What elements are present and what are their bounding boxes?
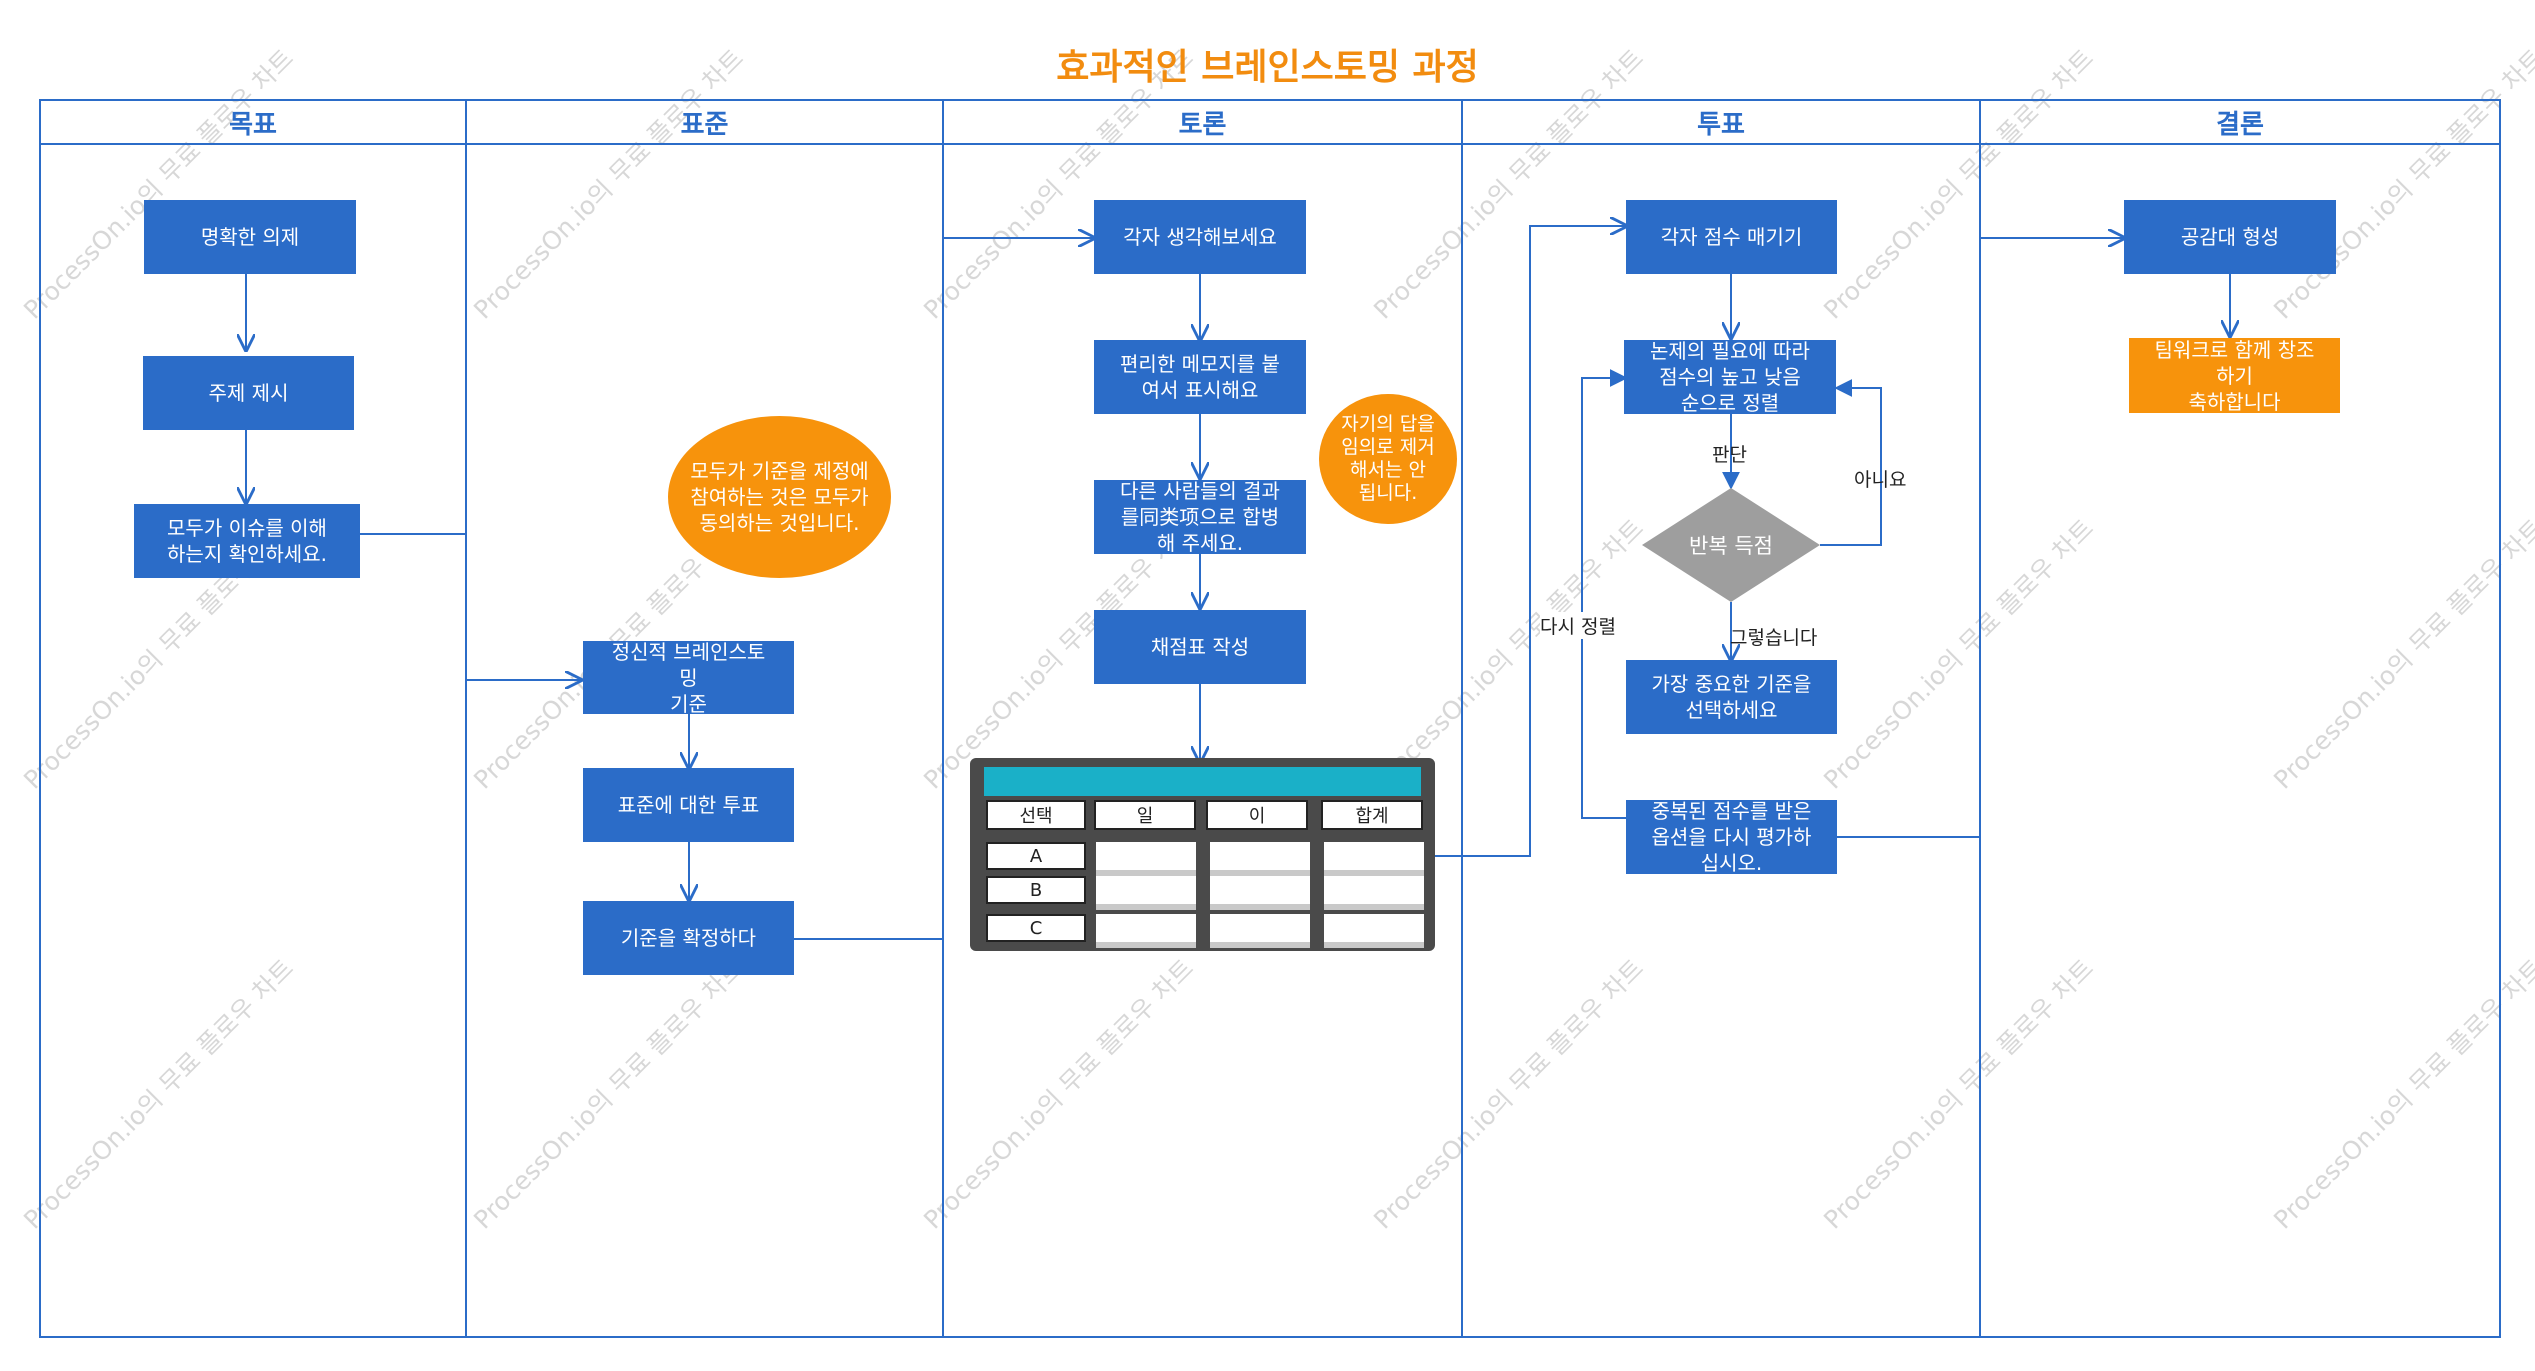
swimlane-frame	[39, 99, 2501, 1338]
edge-label-yes: 그렇습니다	[1730, 627, 1818, 649]
score-table-header-cell: 합계	[1321, 800, 1423, 830]
score-table-cell[interactable]	[1096, 876, 1196, 904]
score-table-cell[interactable]	[1324, 876, 1424, 904]
score-table-row-label: C	[986, 914, 1086, 942]
lane-header-standard: 표준	[680, 109, 729, 140]
lane-header-conclusion: 결론	[2216, 109, 2264, 140]
lane-header-discussion: 토론	[1178, 109, 1227, 140]
score-table-cell-divider	[1096, 870, 1196, 876]
page-title: 효과적인 브레인스토밍 과정	[1056, 47, 1479, 88]
node-brainstorm-criteria[interactable]: 정신적 브레인스토 밍 기준	[583, 640, 794, 716]
node-ensure-understanding[interactable]: 모두가 이슈를 이해 하는지 확인하세요.	[134, 504, 360, 578]
node-create-scorecard[interactable]: 채점표 작성	[1094, 610, 1306, 684]
edge-std3-disc1	[794, 238, 1094, 940]
score-table-cell-divider	[1324, 904, 1424, 910]
score-table-cell-divider	[1096, 942, 1196, 948]
note-dont-remove-answers: 자기의 답을 임의로 제거 해서는 안 됩니다.	[1319, 394, 1457, 524]
score-table-row-label: A	[986, 842, 1086, 870]
node-merge-results[interactable]: 다른 사람들의 결과 를同类项으로 합병 해 주세요.	[1094, 479, 1306, 555]
score-table-header-cell: 일	[1094, 800, 1196, 830]
score-table-cell-divider	[1096, 904, 1196, 910]
score-table-cell[interactable]	[1210, 876, 1310, 904]
node-present-topic[interactable]: 주제 제시	[143, 356, 354, 430]
node-think-individually[interactable]: 각자 생각해보세요	[1094, 200, 1306, 274]
lane-header-vote: 투표	[1697, 109, 1745, 140]
node-clear-agenda[interactable]: 명확한 의제	[144, 200, 356, 274]
node-celebrate-teamwork[interactable]: 팀워크로 함께 창조 하기 축하합니다	[2129, 338, 2340, 414]
score-table-cell-divider	[1210, 870, 1310, 876]
edge-label-judge: 판단	[1712, 444, 1747, 466]
score-table-header-bar	[984, 767, 1421, 796]
decision-diamond	[1642, 488, 1820, 602]
score-table-cell-divider	[1324, 870, 1424, 876]
edge-vote4-resort	[1581, 369, 1628, 819]
score-table-cell-divider	[1210, 904, 1310, 910]
edge-label-no: 아니요	[1854, 469, 1907, 491]
lane-header-goal: 목표	[229, 109, 277, 140]
node-sort-by-score[interactable]: 논제의 필요에 따라 점수의 높고 낮음 순으로 정렬	[1624, 339, 1836, 415]
score-table-cell[interactable]	[1096, 914, 1196, 942]
score-table-cell[interactable]	[1210, 914, 1310, 942]
score-table-cell[interactable]	[1324, 914, 1424, 942]
node-sticky-notes[interactable]: 편리한 메모지를 붙 여서 표시해요	[1094, 340, 1306, 414]
edge-goal3-std1	[360, 533, 581, 680]
score-table-cell-divider	[1210, 942, 1310, 948]
score-table-header-cell: 선택	[986, 800, 1086, 830]
score-table-cell[interactable]	[1324, 842, 1424, 870]
decision-repeat-score-label[interactable]: 반복 득점	[1689, 534, 1773, 558]
score-table-cell[interactable]	[1210, 842, 1310, 870]
score-table-cell-divider	[1324, 942, 1424, 948]
score-table-header-cell: 이	[1206, 800, 1308, 830]
score-table-row-label: B	[986, 876, 1086, 904]
node-finalize-criteria[interactable]: 기준을 확정하다	[583, 901, 794, 975]
edge-table-vote1	[1435, 226, 1626, 857]
node-vote-on-standards[interactable]: 표준에 대한 투표	[583, 768, 794, 842]
node-reevaluate-options[interactable]: 중복된 점수를 받은 옵션을 다시 평가하 십시오.	[1626, 799, 1837, 875]
edge-label-resort: 다시 정렬	[1540, 612, 1616, 639]
node-build-consensus[interactable]: 공감대 형성	[2124, 200, 2336, 274]
edge-vote4-concl1	[1837, 238, 2124, 838]
node-select-key-criteria[interactable]: 가장 중요한 기준을 선택하세요	[1626, 660, 1837, 734]
edge-diamond-no	[1820, 379, 1882, 546]
node-each-scores[interactable]: 각자 점수 매기기	[1626, 200, 1837, 274]
note-everyone-agrees: 모두가 기준을 제정에 참여하는 것은 모두가 동의하는 것입니다.	[668, 416, 891, 578]
score-table-cell[interactable]	[1096, 842, 1196, 870]
